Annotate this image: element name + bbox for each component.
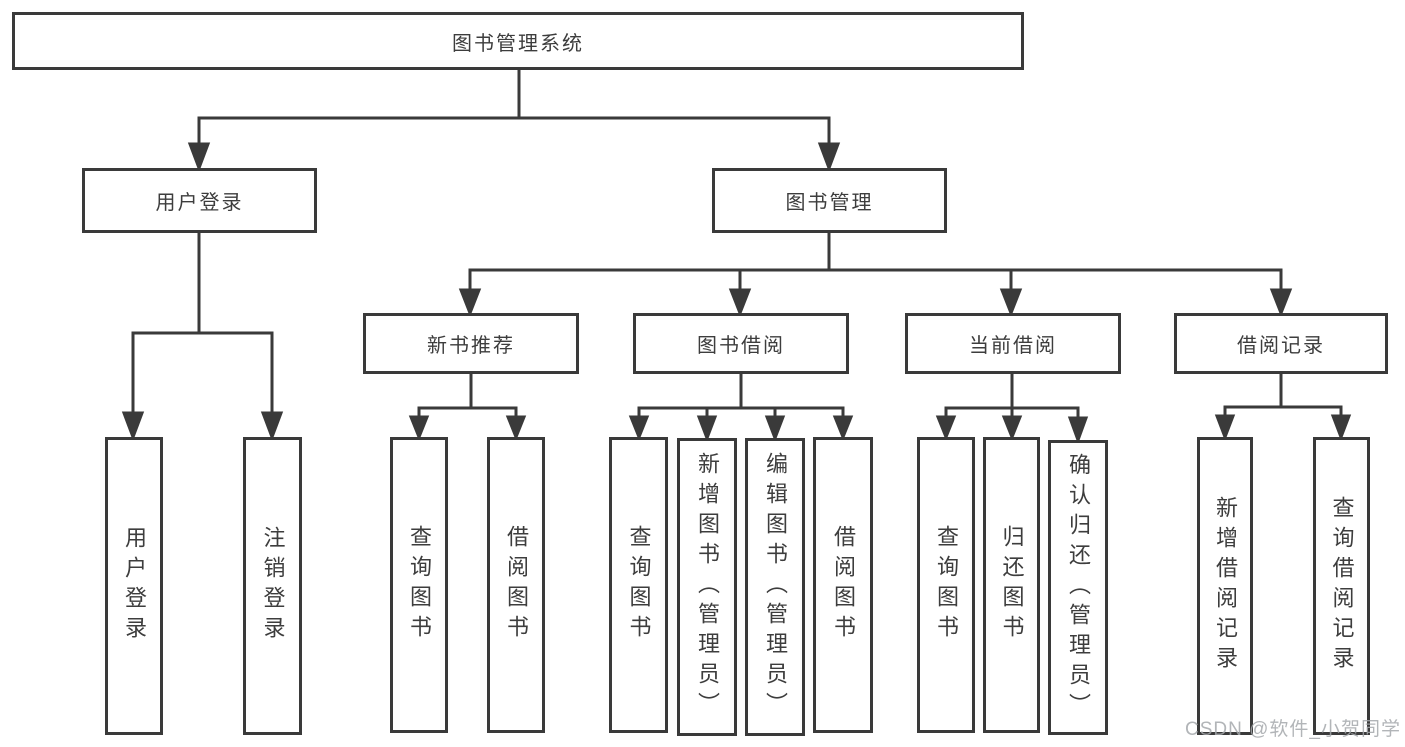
node-bb-borrow-books-label: 借阅图书 [831,525,856,645]
edge-book-management-to-level3 [458,233,1293,318]
edge-book-borrow-to-children [628,374,854,443]
node-ns-borrow-books: 借阅图书 [487,437,545,733]
node-br-add-record-label: 新增借阅记录 [1213,496,1238,676]
arrowhead [817,142,841,173]
arrowhead [1214,414,1236,442]
edge-new-book-recommend-to-children [408,374,527,442]
arrowhead [1067,416,1089,445]
node-ns-query-books-label: 查询图书 [407,525,432,645]
node-borrow-records: 借阅记录 [1174,313,1388,374]
edge-user-login-to-children [121,233,284,442]
node-book-borrow: 图书借阅 [633,313,849,374]
edge-current-borrow-to-children [935,374,1089,445]
edge-borrow-records-to-children [1214,374,1352,442]
arrowhead [1001,415,1023,442]
arrowhead [1269,288,1293,318]
arrowhead [458,288,482,318]
node-cb-query-books: 查询图书 [917,437,975,733]
node-bb-query-books-label: 查询图书 [626,525,652,645]
arrowhead [121,411,145,442]
node-current-borrow: 当前借阅 [905,313,1121,374]
node-br-query-record-label: 查询借阅记录 [1329,496,1355,676]
node-current-borrow-label: 当前借阅 [969,335,1057,357]
node-br-query-record: 查询借阅记录 [1313,437,1370,735]
node-root-system-label: 图书管理系统 [452,32,584,55]
node-cb-confirm-return-admin-label: 确认归还（管理员） [1066,452,1091,723]
edge-root-to-level2 [187,70,841,173]
node-user-login-action: 用户登录 [105,437,163,735]
arrowhead [505,415,527,442]
node-root-system: 图书管理系统 [12,12,1024,70]
arrowhead [628,415,650,442]
node-user-login: 用户登录 [82,168,317,233]
node-ns-query-books: 查询图书 [390,437,448,733]
arrowhead [187,142,211,173]
arrowhead [764,415,786,443]
node-cb-confirm-return-admin: 确认归还（管理员） [1048,440,1108,735]
arrowhead [999,288,1023,318]
node-user-login-label: 用户登录 [155,192,244,214]
arrowhead [260,411,284,442]
node-bb-borrow-books: 借阅图书 [813,437,873,733]
node-bb-edit-books-admin: 编辑图书（管理员） [745,438,805,736]
node-cb-query-books-label: 查询图书 [934,525,959,645]
node-bb-query-books: 查询图书 [609,437,668,733]
arrowhead [728,288,752,318]
csdn-watermark: CSDN @软件_小贺同学 [1185,719,1401,740]
node-logout-action-label: 注销登录 [260,526,286,646]
arrowhead [1330,414,1352,442]
node-logout-action: 注销登录 [243,437,302,735]
node-br-add-record: 新增借阅记录 [1197,437,1253,735]
node-bb-edit-books-admin-label: 编辑图书（管理员） [763,452,788,722]
node-user-login-action-label: 用户登录 [122,526,147,646]
node-book-management: 图书管理 [712,168,947,233]
node-bb-add-books-admin-label: 新增图书（管理员） [695,452,720,722]
node-cb-return-books: 归还图书 [983,437,1040,733]
node-book-management-label: 图书管理 [785,192,874,214]
node-ns-borrow-books-label: 借阅图书 [504,525,529,645]
arrowhead [832,415,854,442]
node-borrow-records-label: 借阅记录 [1237,335,1325,357]
arrowhead [696,415,718,443]
node-new-book-recommend-label: 新书推荐 [427,335,515,357]
node-cb-return-books-label: 归还图书 [999,525,1025,645]
arrowhead [935,415,957,442]
node-new-book-recommend: 新书推荐 [363,313,579,374]
arrowhead [408,415,430,442]
node-book-borrow-label: 图书借阅 [697,335,785,357]
node-bb-add-books-admin: 新增图书（管理员） [677,438,737,736]
